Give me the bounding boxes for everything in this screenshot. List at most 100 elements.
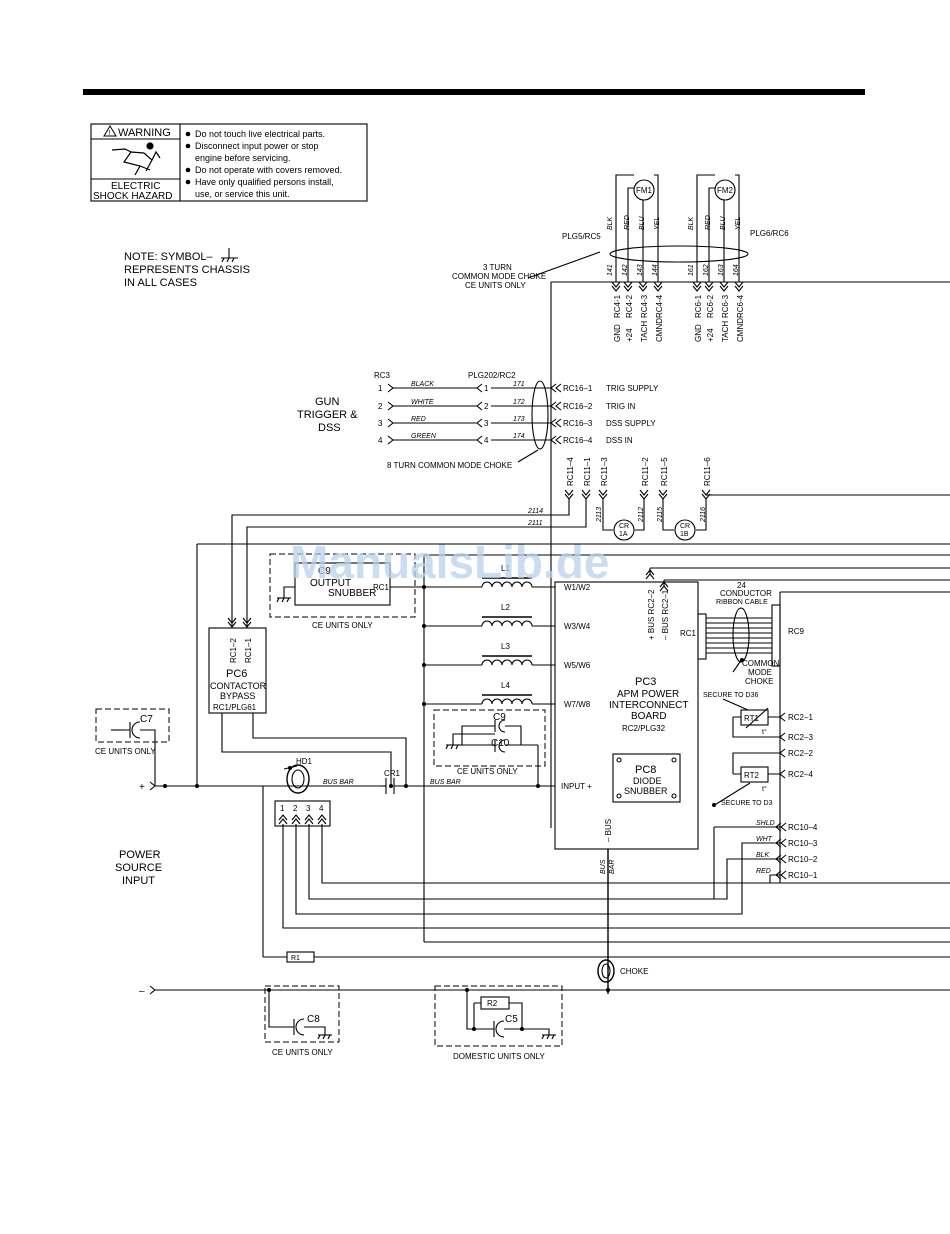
wire-143: 143 (637, 264, 644, 276)
gun-trigger-section: GUN TRIGGER & DSS RC3 PLG202/RC2 1 2 3 4… (297, 371, 659, 470)
gun-pin-1: 1 (378, 384, 383, 393)
inductor-l1-label: L1 (501, 564, 510, 573)
warning-bullets (185, 131, 191, 185)
ribbon-line-3: RIBBON CABLE (716, 599, 768, 606)
sig-cmnd-1: CMND (655, 318, 664, 342)
wire-164: 164 (733, 264, 740, 276)
rt2-t: t° (762, 785, 767, 793)
warning-line-5: Have only qualified persons install, (195, 177, 334, 187)
gun-color-red: RED (411, 416, 426, 423)
c5-label: C5 (505, 1014, 518, 1025)
pc3-bus-minus-rc: – BUS RC2–1 (661, 589, 670, 640)
power-line-3: INPUT (122, 875, 155, 887)
rc10-wht: WHT (756, 836, 773, 843)
fan-choke-ellipse (609, 245, 749, 263)
cr1b-symbol (674, 519, 696, 541)
snubber-line-1: OUTPUT (310, 578, 351, 589)
bus-bar-vert-1: BUS (600, 859, 607, 874)
c5-domestic-label: DOMESTIC UNITS ONLY (453, 1052, 546, 1061)
warning-line-4: Do not operate with covers removed. (195, 165, 342, 175)
sig-gnd-2: GND (694, 324, 703, 342)
wire-142: 142 (622, 264, 629, 276)
sig-tach-1: TACH (640, 321, 649, 342)
svg-text:!: ! (109, 130, 111, 137)
gun-color-white: WHITE (411, 399, 434, 406)
rc10-blk: BLK (756, 852, 770, 859)
positive-input: + CR1 BUS BAR HD1 BUS BAR 1 2 3 4 (139, 757, 950, 957)
rc2-4: RC2–4 (788, 770, 813, 779)
pin-rc4-2: RC4-2 (625, 294, 634, 318)
snubber-ce-label: CE UNITS ONLY (312, 621, 373, 630)
watermark: ManualsLib.de (290, 536, 609, 588)
fm2-color-labels: BLK RED BLU YEL (688, 215, 742, 230)
pc3-line-3: BOARD (631, 711, 667, 722)
fan-fm2-symbol (714, 179, 736, 201)
rc10-4: RC10–4 (788, 823, 818, 832)
ribbon-choke-1: COMMON (742, 659, 780, 668)
inductor-l2 (481, 616, 533, 627)
pc3-input-w1w2: W1/W2 (564, 583, 591, 592)
rt1-label: RT1 (744, 714, 760, 723)
rc16-4: RC16–4 (563, 436, 593, 445)
sig-24-2: +24 (706, 328, 715, 342)
rc2-1: RC2–1 (788, 713, 813, 722)
fan-choke-line-1: 3 TURN (483, 263, 512, 272)
rc10-red: RED (756, 868, 771, 875)
fm1-color-blu: BLU (639, 215, 646, 230)
warning-caption-2: SHOCK HAZARD (93, 191, 172, 202)
gun-choke-ellipse (531, 380, 549, 450)
rc16-3: RC16–3 (563, 419, 593, 428)
pc6-board: RC1–2 RC1–1 PC6 CONTACTOR BYPASS RC1/PLG… (208, 617, 407, 786)
ribbon-line-1: 24 (737, 581, 746, 590)
hd1-pin-4: 4 (319, 804, 324, 813)
wire-2113: 2113 (596, 507, 603, 523)
c7-label: C7 (140, 714, 153, 725)
pin-rc6-4: RC6-4 (736, 294, 745, 318)
fan-pin-labels: RC4-1 RC4-2 RC4-3 RC4-4 RC6-1 RC6-2 RC6-… (613, 294, 745, 318)
gun-pin-2: 2 (378, 402, 383, 411)
power-line-1: POWER (119, 849, 161, 861)
warning-triangle-icon: ! (103, 125, 117, 137)
chassis-ground-icon (221, 248, 238, 263)
bus-bar-label-2: BUS BAR (430, 779, 461, 786)
wire-162: 162 (703, 264, 710, 276)
secure-d3-label: SECURE TO D3 (721, 800, 773, 807)
wire-174: 174 (513, 433, 525, 440)
note-line-2: REPRESENTS CHASSIS (124, 264, 250, 276)
plg-pin-4: 4 (484, 436, 489, 445)
choke-label: CHOKE (620, 967, 648, 976)
wire-2112: 2112 (638, 507, 645, 523)
fan-choke-line-3: CE UNITS ONLY (465, 281, 526, 290)
c8-section: C8 CE UNITS ONLY (264, 985, 340, 1057)
fm2-color-yel: YEL (735, 217, 742, 230)
cr1a-symbol (613, 519, 635, 541)
output-snubber: C9 OUTPUT SNUBBER RC1 CE UNITS ONLY (269, 553, 424, 630)
rc10-section: SHLD WHT BLK RED RC10–4 RC10–3 RC10–2 RC… (713, 820, 818, 899)
c5-section: R2 C5 DOMESTIC UNITS ONLY (434, 985, 563, 1061)
warning-line-1: Do not touch live electrical parts. (195, 129, 325, 139)
rc2-3: RC2–3 (788, 733, 813, 742)
rt2-label: RT2 (744, 771, 760, 780)
fm2-color-blk: BLK (688, 216, 695, 230)
rc16-1: RC16–1 (563, 384, 593, 393)
sig-dss-supply: DSS SUPPLY (606, 419, 656, 428)
c8-label: C8 (307, 1014, 320, 1025)
rc11-2: RC11–2 (641, 457, 650, 486)
warning-label: ! WARNING ELECTRIC SHOCK HAZARD Do not t… (90, 123, 368, 202)
sig-trig-supply: TRIG SUPPLY (606, 384, 659, 393)
fan-fm2-label: FM2 (717, 186, 734, 195)
c9-label: C9 (493, 712, 506, 723)
pc6-line-1: CONTACTOR (210, 681, 267, 691)
hd1-sensor (286, 764, 310, 794)
pc3-bus-minus: – BUS (604, 819, 613, 842)
ribbon-choke-2: MODE (748, 668, 772, 677)
cr1-label: CR1 (384, 769, 401, 778)
inductor-l2-label: L2 (501, 603, 510, 612)
pin-rc6-3: RC6-3 (721, 294, 730, 318)
r2-label: R2 (487, 999, 498, 1008)
plg-pin-1: 1 (484, 384, 489, 393)
rc11-4: RC11–4 (566, 457, 575, 486)
secure-d36-label: SECURE TO D36 (703, 692, 758, 699)
pc6-rc1-1: RC1–1 (244, 638, 253, 663)
wire-2114: 2114 (527, 508, 543, 515)
